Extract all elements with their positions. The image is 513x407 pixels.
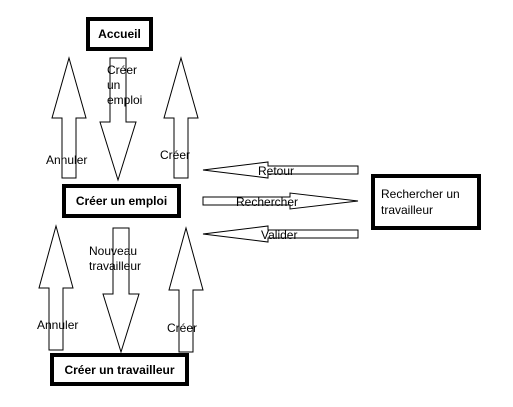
label-nouveau-travailleur-line: travailleur — [89, 259, 142, 273]
node-creer-travailleur: Créer un travailleur — [50, 353, 189, 386]
label-creer-un-emploi-line: un — [107, 78, 121, 92]
label-rechercher: Rechercher — [236, 195, 299, 209]
node-creer-travailleur-label: Créer un travailleur — [64, 362, 175, 377]
arrow-creer-up-top — [163, 56, 199, 179]
label-retour: Retour — [258, 164, 295, 178]
arrow-valider-left — [202, 225, 359, 243]
node-rechercher-travailleur: Rechercher un travailleur — [371, 174, 481, 230]
node-rechercher-travailleur-label: Rechercher un travailleur — [381, 187, 460, 217]
node-creer-emploi: Créer un emploi — [62, 184, 181, 218]
label-creer-un-emploi-line: Créer — [107, 63, 138, 77]
label-annuler-top: Annuler — [46, 153, 88, 167]
label-nouveau-travailleur: Nouveau travailleur — [89, 244, 141, 274]
arrow-nouveau-travailleur-down — [102, 227, 140, 354]
node-creer-emploi-label: Créer un emploi — [75, 194, 168, 208]
arrow-rechercher-right — [202, 192, 359, 210]
label-creer-un-emploi: Créer un emploi — [107, 63, 142, 108]
arrow-annuler-up-top — [51, 56, 87, 179]
label-valider: Valider — [261, 228, 298, 242]
arrow-creer-up-bottom — [168, 226, 204, 353]
node-accueil-label: Accueil — [98, 27, 141, 41]
label-creer-bottom: Créer — [167, 321, 198, 335]
arrow-retour-left — [202, 161, 359, 179]
label-creer-un-emploi-line: emploi — [107, 93, 143, 107]
node-accueil: Accueil — [86, 17, 153, 51]
label-creer-top: Créer — [160, 148, 191, 162]
label-nouveau-travailleur-line: Nouveau — [89, 244, 138, 258]
label-annuler-bottom: Annuler — [37, 318, 79, 332]
arrow-creer-un-emploi-down — [99, 57, 137, 182]
arrow-annuler-up-bottom — [38, 224, 74, 351]
